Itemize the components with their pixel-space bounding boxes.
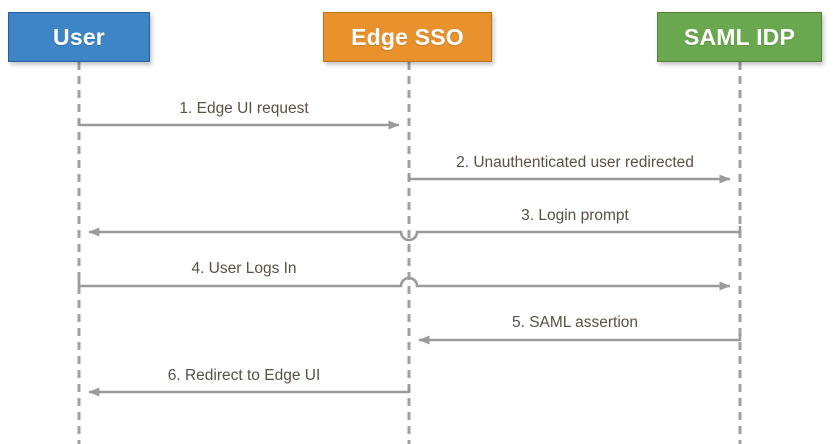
message-label-1: 1. Edge UI request [179, 100, 309, 117]
message-label-5: 5. SAML assertion [511, 314, 639, 331]
actor-box-user[interactable]: User [8, 12, 150, 62]
actor-box-edge-sso[interactable]: Edge SSO [323, 12, 492, 62]
arrows-group [77, 119, 742, 397]
message-label-2: 2. Unauthenticated user redirected [456, 154, 694, 171]
message-label-4: 4. User Logs In [191, 260, 297, 277]
message-arrow-4[interactable] [79, 276, 731, 291]
message-label-6: 6. Redirect to Edge UI [167, 367, 321, 384]
actor-label-user: User [53, 23, 105, 50]
message-label-3: 3. Login prompt [521, 207, 629, 224]
message-arrow-3[interactable] [88, 227, 740, 242]
actor-box-saml-idp[interactable]: SAML IDP [657, 12, 822, 62]
actor-label-saml-idp: SAML IDP [683, 23, 796, 50]
actor-label-edge-sso: Edge SSO [351, 23, 464, 50]
